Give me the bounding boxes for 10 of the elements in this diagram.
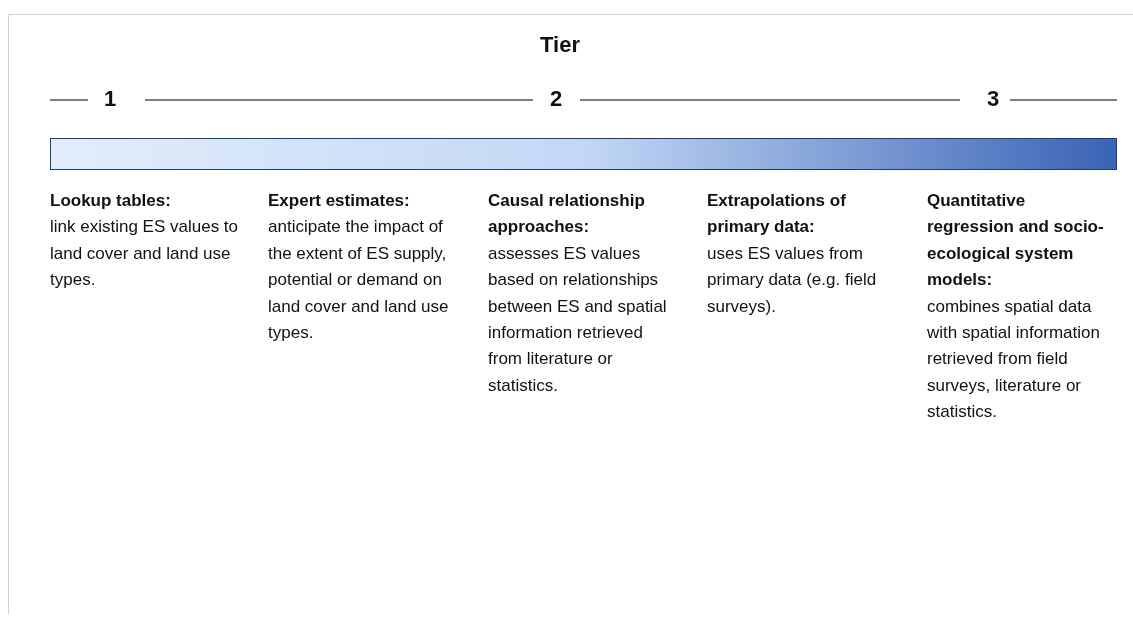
method-description: Quantitative regression and socio-ecological system models: combines spatial data with spatial information retrieved from field surveys, literature or statistics.: [927, 190, 1105, 424]
gradient-bar: [50, 138, 1117, 170]
method-description: Extrapolations of primary data: uses ES values from primary data (e.g. field surveys).: [707, 190, 878, 318]
method-description: Lookup tables: link existing ES values to land cover and land use types.: [50, 190, 240, 292]
method-description: Expert estimates: anticipate the impact of the extent of ES supply, potential or demand on land cover and land use types.: [268, 190, 450, 345]
method-description: Causal relationship approaches: assesses ES values based on relationships between ES and spatial information retrieved from literature or statistics.: [488, 190, 668, 397]
tier-number: 1: [102, 86, 118, 112]
axis-title: Tier: [539, 32, 581, 58]
tier-number: 3: [985, 86, 1001, 112]
tier-number: 2: [548, 86, 564, 112]
